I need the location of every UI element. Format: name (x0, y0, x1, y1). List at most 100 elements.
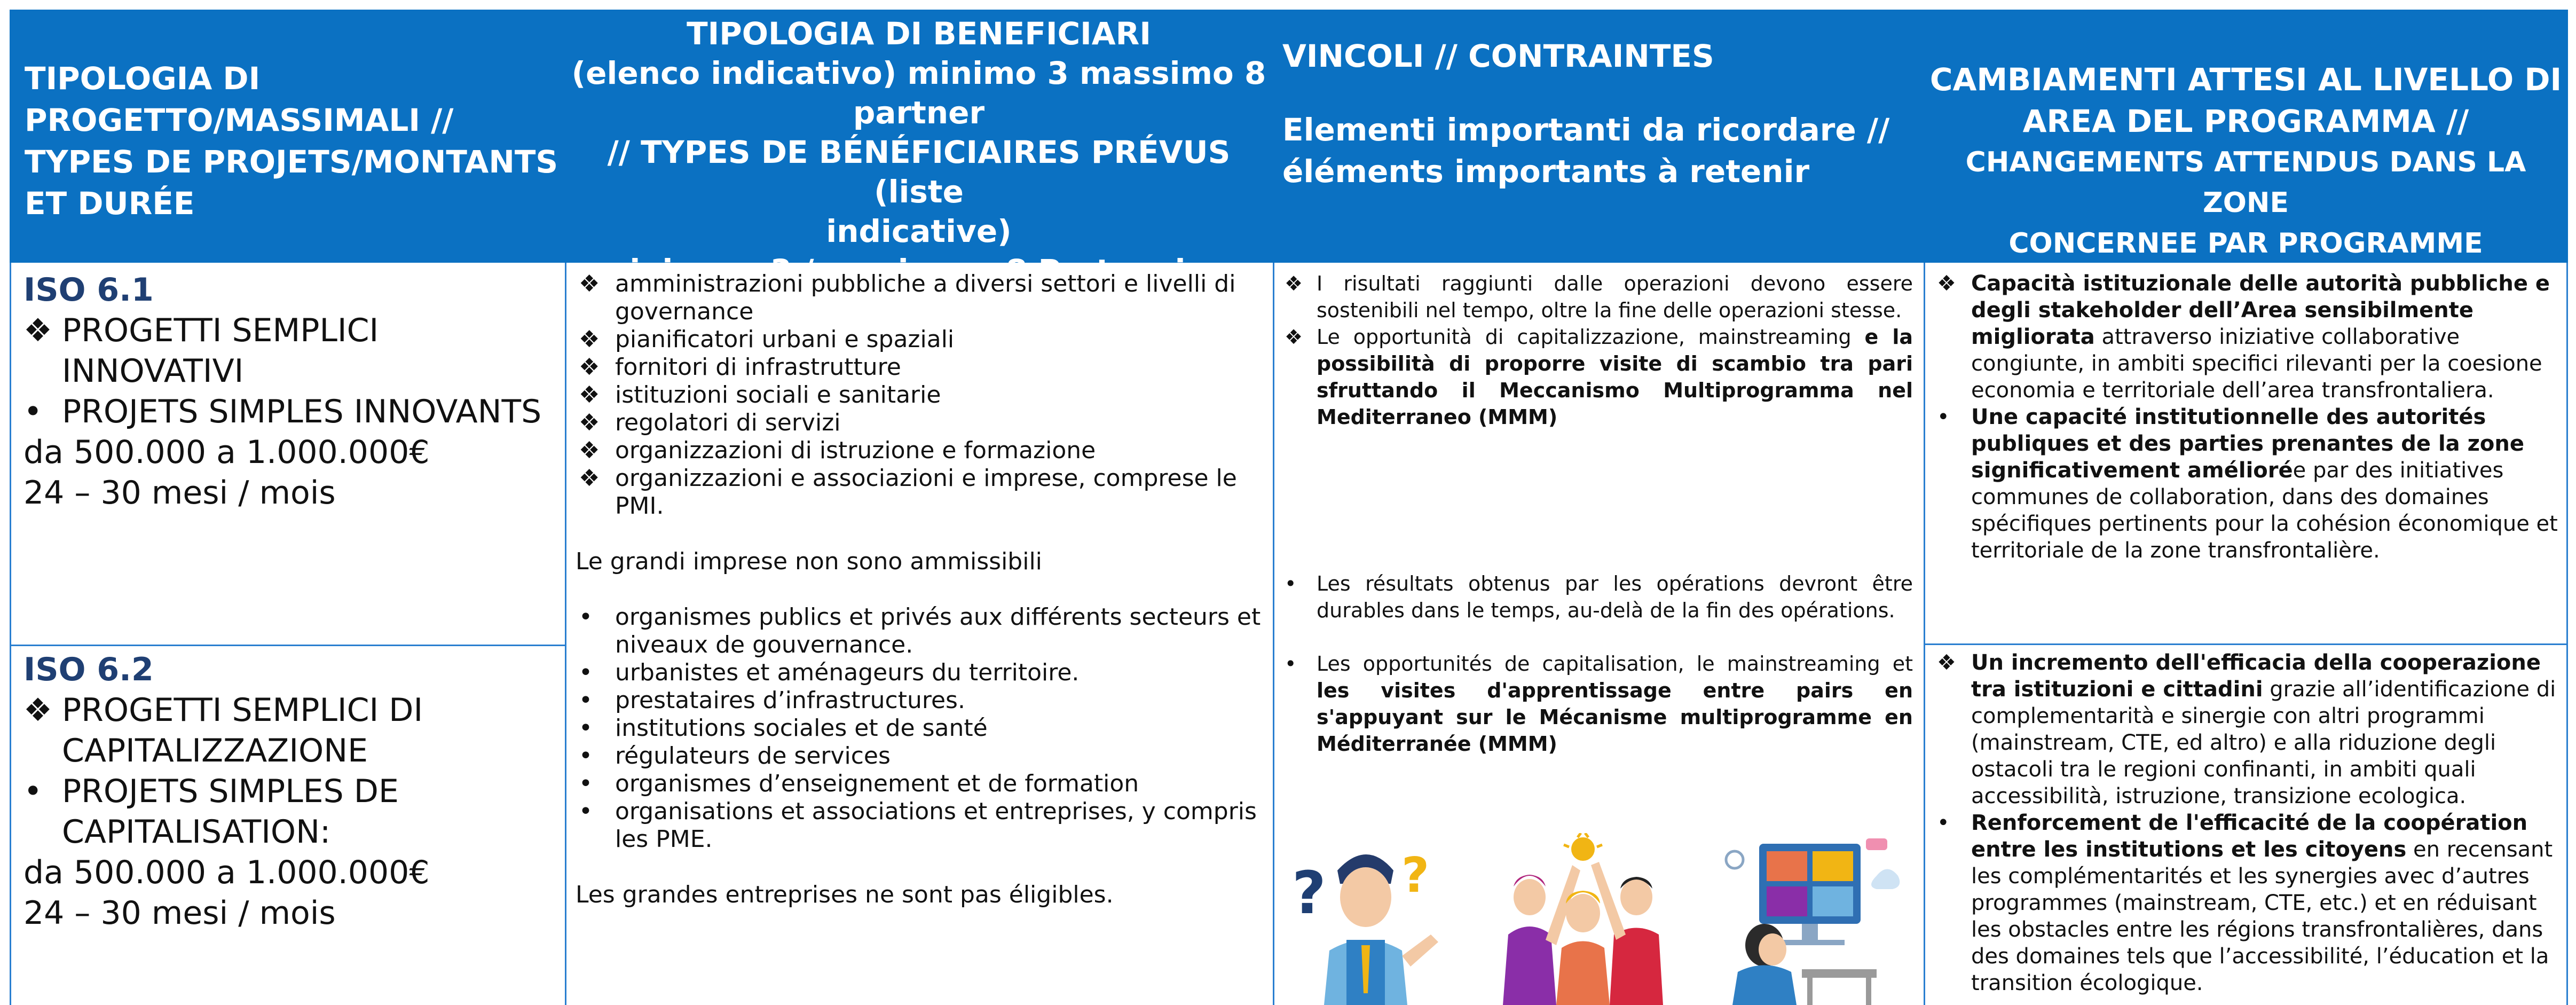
list-item: ❖Un incremento dell'efficacia della coop… (1937, 650, 2556, 808)
dot-bullet-icon: • (579, 603, 593, 631)
header-line: TYPES DE PROJETS/MONTANTS (25, 144, 558, 180)
diamond-bullet-icon: ❖ (579, 465, 600, 492)
amount: da 500.000 a 1.000.000€ (23, 854, 430, 891)
dot-bullet-icon: • (23, 393, 43, 430)
diamond-bullet-icon: ❖ (579, 381, 600, 409)
eligibility-note: Les grandes entreprises ne sont pas élig… (576, 881, 1114, 908)
dot-bullet-icon: • (1937, 405, 1950, 429)
svg-text:?: ? (1401, 847, 1429, 904)
list-item: •organismes publics et privés aux différ… (579, 603, 1261, 658)
diamond-bullet-icon: ❖ (1285, 325, 1303, 349)
dot-bullet-icon: • (1285, 652, 1297, 676)
table-border (10, 263, 11, 1005)
table-border (2566, 263, 2568, 1005)
diamond-bullet-icon: ❖ (1937, 650, 1956, 675)
list-item: ❖organizzazioni e associazioni e imprese… (579, 465, 1237, 520)
header-line: // TYPES DE BÉNÉFICIAIRES PRÉVUS (liste (607, 134, 1231, 210)
diamond-bullet-icon: ❖ (1937, 271, 1956, 296)
list-item: ❖istituzioni sociali e sanitarie (579, 381, 941, 409)
list-item: ❖ PROGETTI SEMPLICI INNOVATIVI (23, 310, 557, 391)
header-line: minimum 3 / maximum 8 Partenaires (597, 253, 1241, 289)
eligibility-note: Le grandi imprese non sono ammissibili (576, 548, 1042, 575)
iso-6-2-cell: ISO 6.2 ❖ PROGETTI SEMPLICI DI CAPITALIZ… (23, 649, 557, 933)
list-item: ❖amministrazioni pubbliche a diversi set… (579, 270, 1236, 325)
video-call-illustration (1724, 838, 1900, 1005)
header-line: ET DURÉE (25, 185, 195, 222)
list-item: ❖Le opportunità di capitalizzazione, mai… (1280, 324, 1913, 430)
diamond-bullet-icon: ❖ (579, 354, 600, 381)
dot-bullet-icon: • (579, 715, 593, 742)
expected-changes-6-1-cell: ❖Capacità istituzionale delle autorità p… (1932, 270, 2564, 564)
list-item: •prestataires d’infrastructures. (579, 687, 965, 714)
header-line: éléments importants à retenir (1282, 153, 1810, 190)
list-item: •urbanistes et aménageurs du territoire. (579, 659, 1080, 686)
header-line: CHANGEMENTS ATTENDUS DANS LA ZONE (1965, 146, 2526, 219)
list-item: ❖I risultati raggiunti dalle operazioni … (1280, 270, 1913, 324)
header-line: Elementi importanti da ricordare // (1282, 112, 1890, 148)
team-celebration-illustration (1503, 833, 1663, 1005)
list-item: •Une capacité institutionnelle des autor… (1937, 405, 2558, 563)
amount: da 500.000 a 1.000.000€ (23, 434, 430, 471)
list-item: ❖Capacità istituzionale delle autorità p… (1937, 271, 2550, 403)
header-line: TIPOLOGIA DI (25, 60, 261, 97)
diamond-bullet-icon: ❖ (579, 409, 600, 436)
list-item: •Les résultats obtenus par les opération… (1280, 570, 1913, 624)
confused-person-illustration: ? ? (1292, 847, 1438, 1005)
table-border (1924, 263, 1925, 1005)
list-item: • PROJETS SIMPLES INNOVANTS (23, 391, 557, 432)
table-border (565, 263, 566, 1005)
iso-title: ISO 6.1 (23, 271, 154, 309)
expected-changes-6-2-cell: ❖Un incremento dell'efficacia della coop… (1932, 649, 2564, 996)
list-item: •organismes d’enseignement et de formati… (579, 770, 1139, 797)
iso-title: ISO 6.2 (23, 651, 154, 688)
header-line: indicative) (826, 213, 1012, 249)
dot-bullet-icon: • (579, 770, 593, 797)
header-line: AREA DEL PROGRAMMA // (2022, 103, 2469, 139)
list-item: •Les opportunités de capitalisation, le … (1280, 650, 1913, 757)
table-border (1273, 263, 1274, 1005)
list-item: ❖organizzazioni di istruzione e formazio… (579, 437, 1096, 464)
header-line: TIPOLOGIA DI BENEFICIARI (687, 15, 1151, 52)
duration: 24 – 30 mesi / mois (23, 474, 336, 512)
row-divider (1924, 643, 2568, 645)
iso-6-1-cell: ISO 6.1 ❖ PROGETTI SEMPLICI INNOVATIVI •… (23, 270, 557, 513)
list-item: • PROJETS SIMPLES DE CAPITALISATION: (23, 771, 557, 852)
list-item: ❖ PROGETTI SEMPLICI DI CAPITALIZZAZIONE (23, 690, 557, 771)
header-line: (elenco indicativo) minimo 3 massimo 8 (571, 55, 1266, 91)
dot-bullet-icon: • (579, 687, 593, 714)
diamond-bullet-icon: ❖ (23, 692, 52, 729)
header-line: VINCOLI // CONTRAINTES (1282, 38, 1714, 74)
constraints-fr-cell: •Les résultats obtenus par les opération… (1280, 570, 1913, 757)
list-item: ❖pianificatori urbani e spaziali (579, 326, 955, 353)
list-item: •Renforcement de l'efficacité de la coop… (1937, 811, 2553, 995)
diamond-bullet-icon: ❖ (579, 326, 600, 353)
diamond-bullet-icon: ❖ (1285, 272, 1303, 295)
header-line: CONCERNEE PAR PROGRAMME (2008, 227, 2483, 260)
diamond-bullet-icon: ❖ (579, 437, 600, 464)
dot-bullet-icon: • (579, 798, 593, 825)
dot-bullet-icon: • (1937, 811, 1950, 835)
list-item: •régulateurs de services (579, 742, 891, 770)
list-item: ❖fornitori di infrastrutture (579, 354, 901, 381)
header-line: CAMBIAMENTI ATTESI AL LIVELLO DI (1929, 61, 2562, 98)
constraints-it-cell: ❖I risultati raggiunti dalle operazioni … (1280, 270, 1913, 430)
dot-bullet-icon: • (579, 659, 593, 686)
dot-bullet-icon: • (1285, 572, 1297, 595)
header-col-project-types: TIPOLOGIA DI PROGETTO/MASSIMALI // TYPES… (10, 10, 565, 263)
header-col-expected-changes: CAMBIAMENTI ATTESI AL LIVELLO DI AREA DE… (1924, 10, 2568, 263)
duration: 24 – 30 mesi / mois (23, 894, 336, 932)
header-line: partner (853, 95, 985, 131)
dot-bullet-icon: • (579, 742, 593, 770)
beneficiaries-cell: ❖amministrazioni pubbliche a diversi set… (576, 270, 1264, 937)
list-item: ❖regolatori di servizi (579, 409, 841, 436)
header-line: PROGETTO/MASSIMALI // (25, 102, 454, 138)
svg-text:?: ? (1292, 859, 1326, 927)
list-item: •organisations et associations et entrep… (579, 798, 1257, 853)
list-item: •institutions sociales et de santé (579, 715, 988, 742)
row-divider (10, 645, 565, 646)
dot-bullet-icon: • (23, 773, 43, 810)
diamond-bullet-icon: ❖ (579, 270, 600, 297)
header-col-beneficiaries: TIPOLOGIA DI BENEFICIARI (elenco indicat… (565, 10, 1273, 289)
diamond-bullet-icon: ❖ (23, 312, 52, 349)
